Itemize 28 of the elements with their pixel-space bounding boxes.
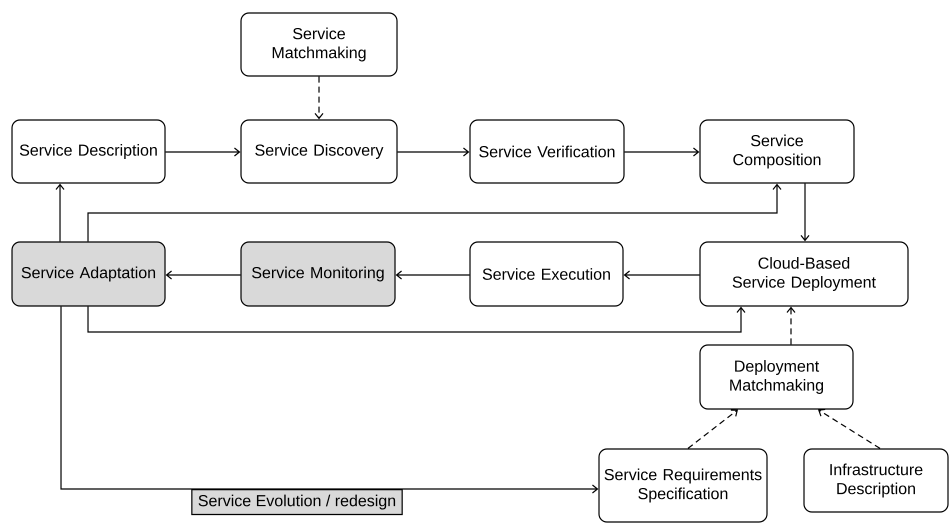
arrow [688, 410, 738, 449]
process-box: Cloud-Based Service Deployment [699, 241, 909, 307]
process-box: Service Monitoring [240, 241, 396, 307]
process-box: Service Requirements Specification [598, 448, 768, 523]
arrow [624, 148, 700, 156]
process-box: Infrastructure Description [803, 448, 949, 513]
arrow [398, 148, 470, 156]
arrow [786, 306, 796, 344]
arrow [800, 184, 810, 242]
arrow [166, 270, 240, 280]
arrow [396, 270, 470, 280]
process-box: Deployment Matchmaking [699, 344, 854, 410]
edge-label: Service Evolution / redesign [191, 488, 403, 516]
process-box: Service Execution [469, 241, 624, 307]
process-box: Service Verification [469, 119, 625, 184]
process-box: Service Adaptation [11, 241, 166, 307]
arrow [314, 76, 324, 120]
arrow [818, 408, 880, 449]
arrow [87, 184, 782, 242]
arrow [60, 306, 598, 494]
arrow [166, 148, 240, 156]
process-box: Service Discovery [240, 119, 398, 184]
arrow [87, 306, 746, 333]
process-box: Service Description [11, 119, 166, 184]
arrow [56, 184, 64, 242]
process-box: Service Matchmaking [240, 12, 398, 77]
process-box: Service Composition [699, 119, 855, 184]
arrow [624, 270, 700, 280]
